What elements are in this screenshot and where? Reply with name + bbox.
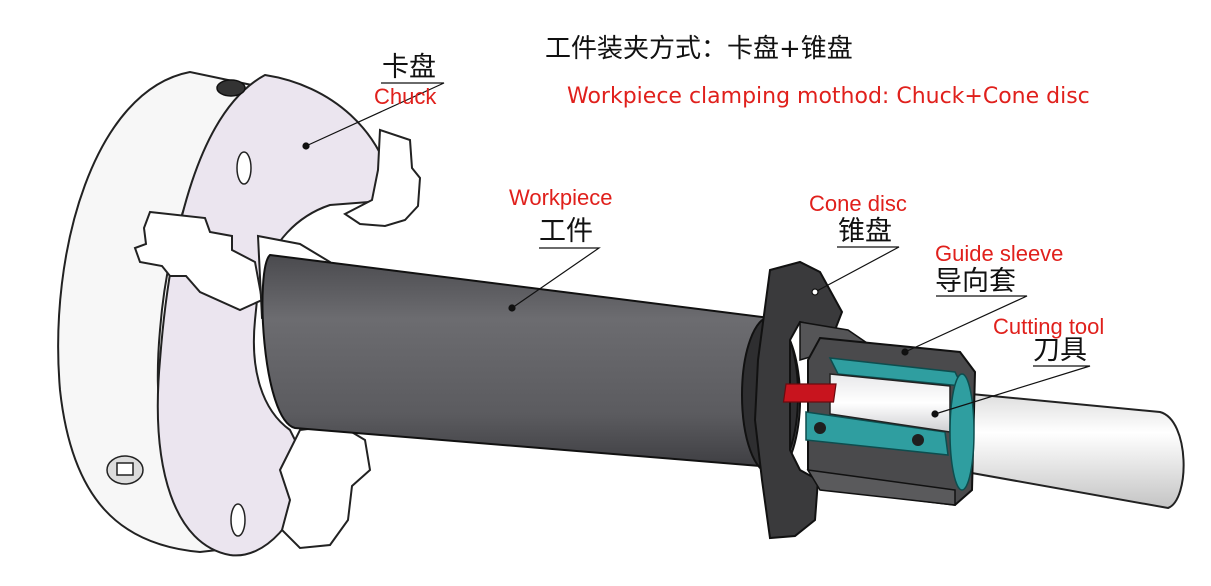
label-cutting-tool-cn: 刀具 <box>1033 335 1087 366</box>
leader-guide-sleeve-dot <box>901 348 909 356</box>
cutting-tool <box>940 390 1185 510</box>
label-cutting-tool-en: Cutting tool <box>993 314 1105 339</box>
tool-bar <box>948 390 1185 510</box>
leader-guide-sleeve <box>904 295 1028 353</box>
chuck-jaw-bottom <box>278 423 372 550</box>
title-en: Workpiece clamping mothod: Chuck+Cone di… <box>567 84 1090 109</box>
label-chuck-cn: 卡盘 <box>382 52 436 83</box>
label-workpiece-cn: 工件 <box>539 216 593 247</box>
leader-cutting-tool <box>934 365 1091 415</box>
guide-sleeve-band-bottom <box>805 411 949 456</box>
label-workpiece-en: Workpiece <box>509 185 613 210</box>
cone-disc-body <box>753 260 844 540</box>
leader-chuck <box>305 82 445 147</box>
chuck-slot-1 <box>236 151 252 185</box>
chuck-slot-2 <box>230 503 246 537</box>
leader-cone-disc <box>814 246 900 293</box>
guide-sleeve-front <box>949 373 975 491</box>
title-cn: 工件装夹方式：卡盘+锥盘 <box>545 34 853 64</box>
guide-sleeve <box>782 336 977 507</box>
label-cone-disc-en: Cone disc <box>809 191 907 216</box>
chuck-screw-hole-top <box>216 79 246 97</box>
guide-screw-1 <box>814 422 826 434</box>
guide-screw-2 <box>912 434 924 446</box>
leader-lines <box>302 82 1091 418</box>
leader-cone-disc-dot <box>811 288 819 296</box>
guide-sleeve-base <box>806 469 956 506</box>
label-cone-disc-cn: 锥盘 <box>838 216 892 247</box>
label-guide-sleeve-en: Guide sleeve <box>935 241 1064 266</box>
leader-workpiece-dot <box>508 304 516 312</box>
leader-workpiece <box>511 247 601 309</box>
leader-chuck-dot <box>302 142 310 150</box>
cutting-insert <box>782 383 837 403</box>
chuck-jaw-top <box>343 128 422 228</box>
leader-cutting-tool-dot <box>931 410 939 418</box>
chuck-key-square <box>116 462 134 476</box>
label-chuck-en: Chuck <box>374 84 437 109</box>
chuck-jaw-left <box>133 210 264 312</box>
label-guide-sleeve-cn: 导向套 <box>935 266 1016 297</box>
